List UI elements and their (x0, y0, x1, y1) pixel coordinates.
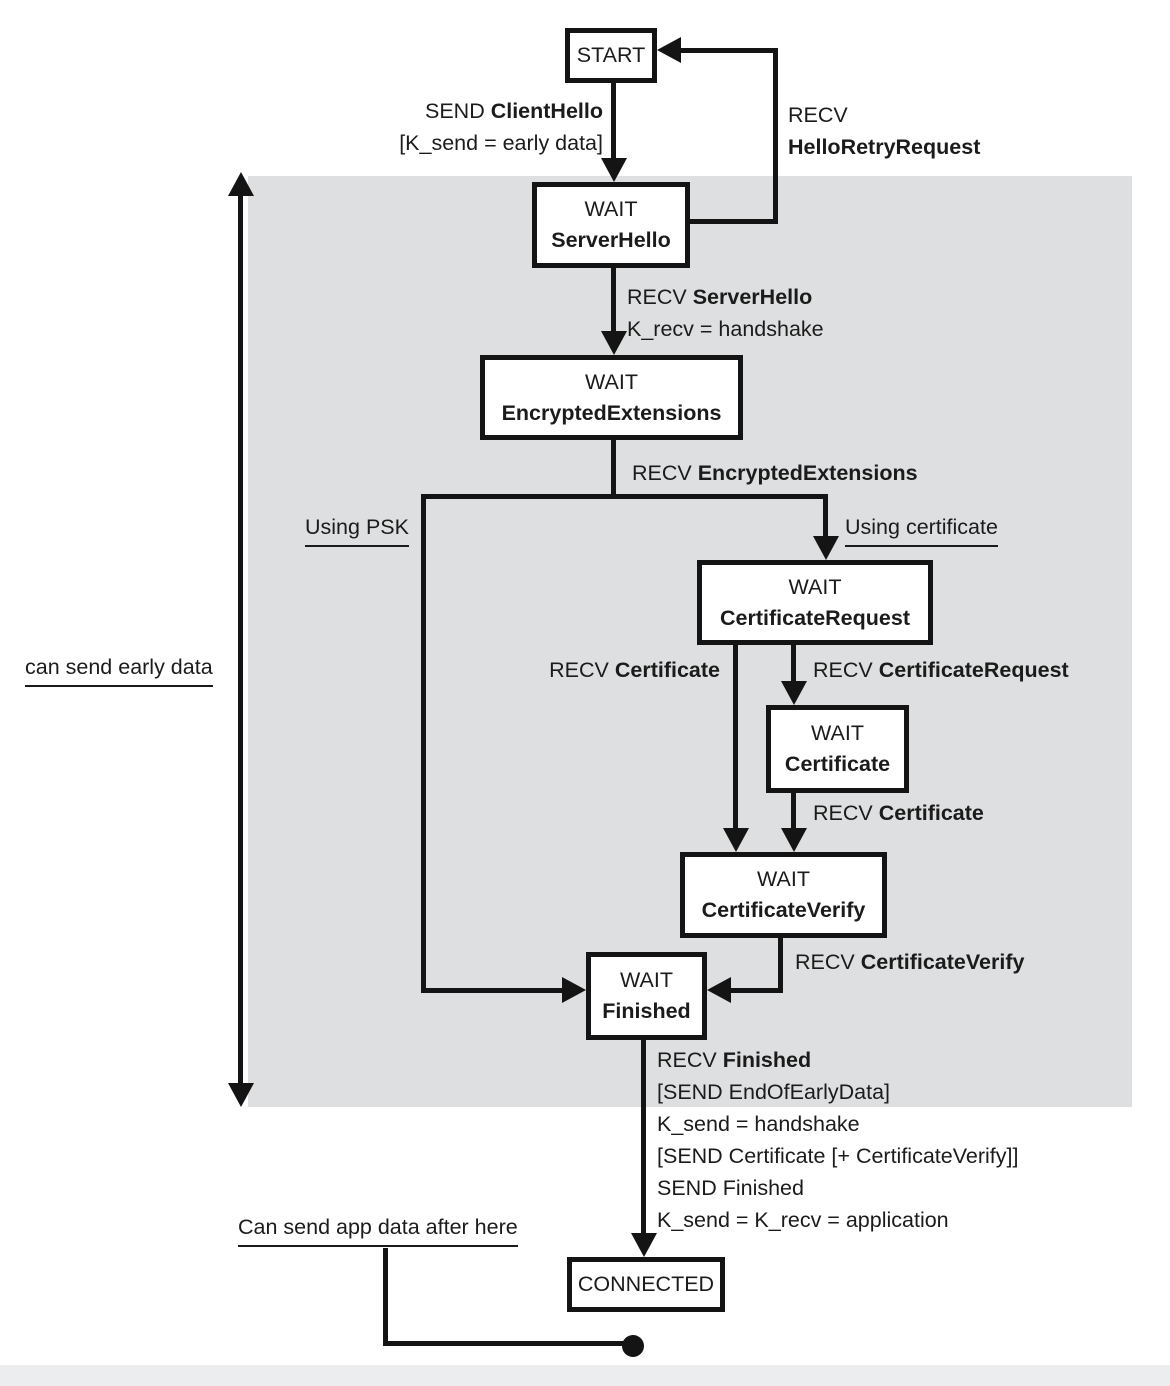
state-prefix: WAIT (788, 574, 842, 599)
edge-label-recv-helloretryrequest: RECV HelloRetryRequest (788, 99, 980, 163)
edge-label-recv-encryptedextensions: RECV EncryptedExtensions (632, 457, 918, 489)
edge-cert-branch-vertical (823, 494, 828, 536)
edge-psk-horizontal (421, 988, 562, 993)
edge-appdata-horizontal (383, 1341, 628, 1346)
arrowhead-down-icon (228, 1083, 254, 1107)
state-box-connected: CONNECTED (567, 1257, 725, 1312)
edge-action: RECV (627, 285, 693, 309)
edge-action: RECV (632, 461, 698, 485)
edge-message: ServerHello (692, 285, 813, 309)
early-data-region (248, 176, 1132, 1107)
edge-ee-to-branch (611, 438, 616, 499)
state-name: Certificate (784, 752, 891, 776)
edge-label-recv-finished: RECV Finished [SEND EndOfEarlyData] K_se… (657, 1044, 1018, 1236)
edge-label-recv-certificate-direct: RECV Certificate (549, 654, 720, 686)
state-prefix: WAIT (585, 369, 638, 394)
edge-finished-to-connected (641, 1038, 646, 1233)
edge-action: SEND (424, 99, 491, 123)
edge-message: EncryptedExtensions (697, 461, 918, 485)
arrowhead-down-icon (781, 681, 807, 705)
state-box-wait-certificate: WAIT Certificate (766, 705, 909, 793)
arrowhead-down-icon (781, 828, 807, 852)
edge-message: HelloRetryRequest (788, 135, 981, 159)
edge-serverhello-to-ee (611, 266, 616, 331)
edge-action: RECV (795, 950, 861, 974)
edge-message: ClientHello (490, 99, 603, 123)
edge-condition: Using certificate (845, 511, 998, 547)
state-prefix: WAIT (811, 721, 864, 745)
edge-certrequest-to-certverify (733, 643, 738, 828)
edge-note: [K_send = early data] (399, 131, 603, 155)
edge-certverify-to-finished (731, 988, 783, 993)
edge-appdata-vertical (383, 1248, 388, 1346)
state-box-wait-certificateverify: WAIT CertificateVerify (680, 852, 887, 938)
edge-note: K_send = K_recv = application (657, 1208, 949, 1232)
edge-start-to-serverhello (611, 81, 616, 160)
state-name: CertificateVerify (701, 898, 866, 922)
state-name: CertificateRequest (720, 605, 910, 630)
edge-certrequest-to-certificate (791, 643, 796, 681)
edge-message: CertificateVerify (860, 950, 1025, 974)
state-box-wait-finished: WAIT Finished (586, 952, 707, 1040)
arrowhead-down-icon (601, 158, 627, 182)
edge-message: Certificate (614, 658, 720, 682)
edge-note: [SEND EndOfEarlyData] (657, 1080, 891, 1104)
edge-hrr-top (681, 48, 778, 53)
state-prefix: WAIT (584, 197, 638, 221)
state-box-wait-serverhello: WAIT ServerHello (532, 182, 690, 268)
edge-psk-vertical (421, 494, 426, 993)
state-label: CONNECTED (577, 1272, 715, 1296)
edge-message: Finished (722, 1048, 812, 1072)
edge-message: CertificateRequest (878, 658, 1069, 682)
edge-certverify-down (778, 936, 783, 993)
edge-label-using-psk: Using PSK (305, 511, 409, 547)
edge-condition: Using PSK (305, 511, 409, 547)
edge-note: SEND Finished (657, 1176, 804, 1200)
state-prefix: WAIT (757, 867, 810, 891)
edge-action: RECV (788, 103, 848, 127)
edge-note: [SEND Certificate [+ CertificateVerify]] (657, 1144, 1019, 1168)
terminal-dot-icon (622, 1335, 644, 1357)
arrowhead-down-icon (813, 536, 839, 560)
arrowhead-down-icon (601, 331, 627, 355)
state-name: ServerHello (551, 228, 671, 252)
edge-hrr-up (773, 48, 778, 224)
early-data-span-line (238, 194, 243, 1086)
arrowhead-down-icon (723, 828, 749, 852)
edge-label-recv-certificaterequest: RECV CertificateRequest (813, 654, 1069, 686)
edge-label-recv-serverhello: RECV ServerHello K_recv = handshake (627, 281, 824, 345)
edge-label-using-certificate: Using certificate (845, 511, 998, 547)
annotation-can-send-early-data: can send early data (25, 651, 213, 687)
edge-note: K_send = handshake (657, 1112, 860, 1136)
state-box-start: START (565, 28, 657, 83)
edge-action: RECV (657, 1048, 723, 1072)
arrowhead-up-icon (228, 172, 254, 196)
edge-label-recv-certificateverify: RECV CertificateVerify (795, 946, 1024, 978)
arrowhead-left-icon (707, 977, 731, 1003)
edge-note: K_recv = handshake (627, 317, 824, 341)
edge-label-recv-certificate: RECV Certificate (813, 797, 984, 829)
edge-hrr-out (688, 219, 778, 224)
edge-action: RECV (813, 658, 879, 682)
footer-strip (0, 1365, 1170, 1386)
edge-label-send-clienthello: SEND ClientHello [K_send = early data] (399, 95, 603, 159)
state-name: EncryptedExtensions (501, 400, 722, 425)
arrowhead-right-icon (562, 977, 586, 1003)
state-prefix: WAIT (620, 968, 673, 992)
state-label: START (576, 43, 646, 67)
edge-action: RECV (549, 658, 615, 682)
arrowhead-left-icon (657, 37, 681, 63)
edge-branch-horizontal (421, 494, 828, 499)
edge-action: RECV (813, 801, 879, 825)
state-box-wait-certificaterequest: WAIT CertificateRequest (697, 560, 933, 645)
arrowhead-down-icon (631, 1233, 657, 1257)
state-name: Finished (602, 999, 691, 1023)
edge-message: Certificate (878, 801, 984, 825)
state-box-wait-encryptedextensions: WAIT EncryptedExtensions (480, 355, 743, 440)
edge-certificate-to-certverify (791, 791, 796, 828)
annotation-can-send-app-data: Can send app data after here (238, 1211, 518, 1247)
